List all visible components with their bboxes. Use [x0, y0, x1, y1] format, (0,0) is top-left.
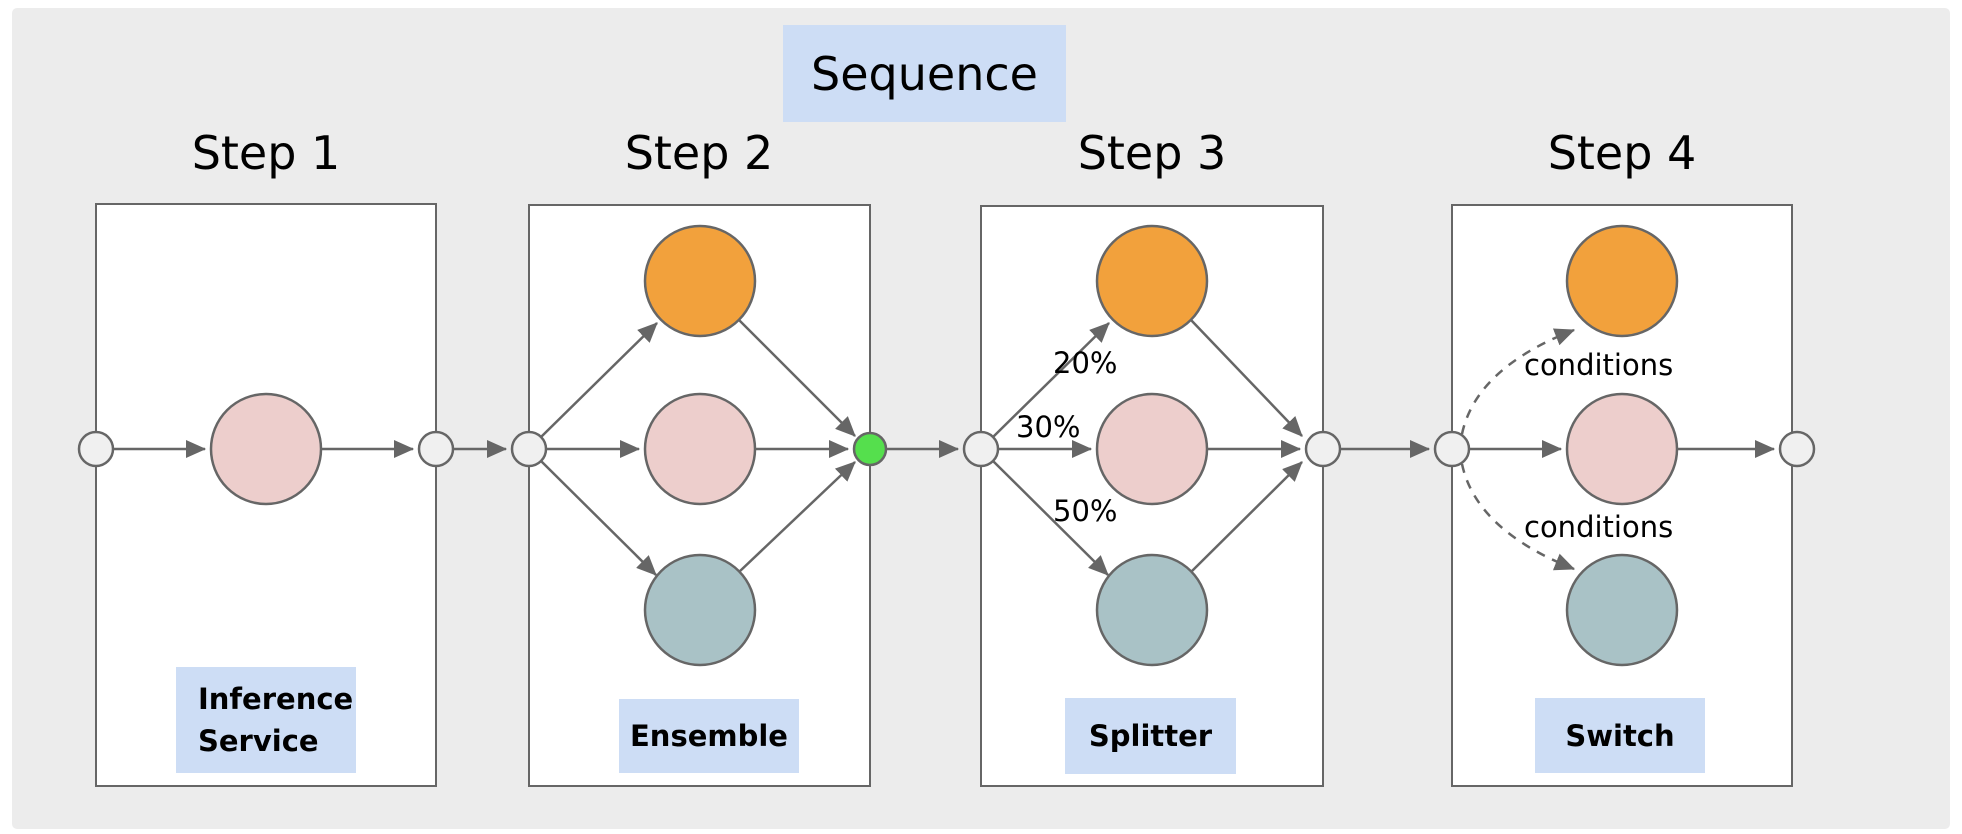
connector-step2-in	[510, 430, 548, 468]
step2-model-node-top	[643, 224, 757, 338]
connector-step3-in	[962, 430, 1000, 468]
edge-step2-in-top	[540, 322, 658, 438]
splitter-percent-middle: 30%	[1016, 410, 1081, 444]
connector-step1-out	[417, 430, 455, 468]
edge-step2-out-bottom	[738, 461, 856, 573]
step-2-title: Step 2	[624, 126, 774, 180]
step-4-title: Step 4	[1547, 126, 1697, 180]
step-3-title: Step 3	[1077, 126, 1227, 180]
step4-model-node-top	[1565, 224, 1679, 338]
edge-step3-out-bottom	[1190, 461, 1303, 573]
edge-step2-in-bottom	[540, 460, 657, 576]
connector-end	[1778, 430, 1816, 468]
splitter-percent-bottom: 50%	[1053, 494, 1118, 528]
connector-step3-out	[1304, 430, 1342, 468]
ensemble-aggregator-node	[852, 431, 888, 467]
step2-model-node-bottom	[643, 553, 757, 667]
edge-step2-out-top	[738, 319, 856, 437]
step-3-tag: Splitter	[1065, 698, 1236, 774]
diagram-title: Sequence	[783, 25, 1066, 122]
switch-conditions-top: conditions	[1524, 348, 1674, 382]
step3-model-node-bottom	[1095, 553, 1209, 667]
edge-step4-condition-bottom	[1460, 463, 1576, 571]
step4-model-node-middle	[1565, 392, 1679, 506]
edge-step3-out-top	[1190, 319, 1303, 437]
switch-conditions-bottom: conditions	[1524, 510, 1674, 544]
splitter-percent-top: 20%	[1053, 346, 1118, 380]
edge-step3-in-top	[992, 322, 1110, 438]
step-2-tag: Ensemble	[619, 699, 799, 773]
step-4-tag: Switch	[1535, 698, 1705, 773]
connector-start	[77, 430, 115, 468]
step3-model-node-top	[1095, 224, 1209, 338]
step-1-title: Step 1	[191, 126, 341, 180]
step3-model-node-middle	[1095, 392, 1209, 506]
step4-model-node-bottom	[1565, 553, 1679, 667]
step1-model-node	[209, 392, 323, 506]
edge-step4-condition-top	[1460, 328, 1576, 435]
edge-step3-in-bottom	[992, 460, 1109, 576]
connector-step4-in	[1433, 430, 1471, 468]
step-1-tag: Inference Service	[176, 667, 356, 773]
step2-model-node-middle	[643, 392, 757, 506]
